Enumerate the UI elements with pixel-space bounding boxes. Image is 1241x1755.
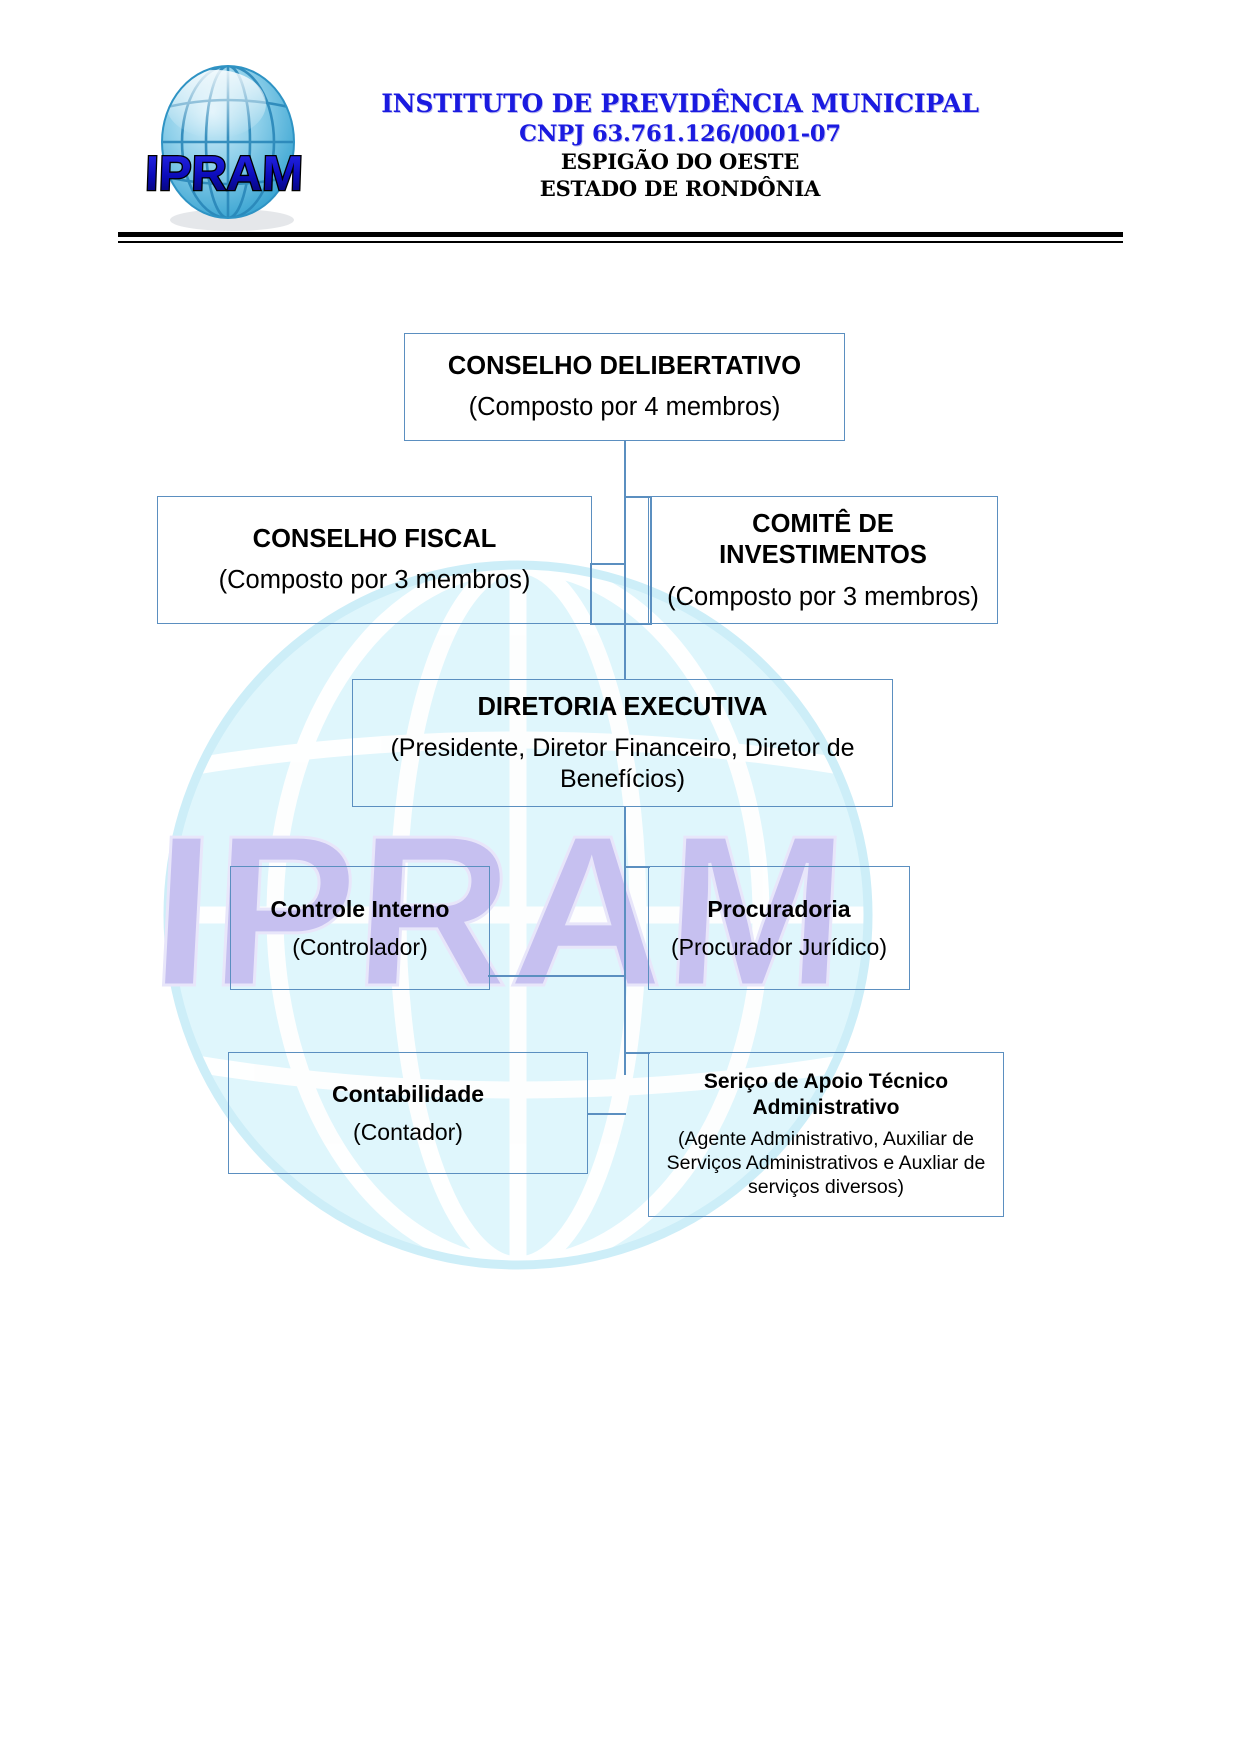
node-title: Seriço de Apoio Técnico Administrativo — [703, 1070, 949, 1119]
ipram-logo: IPRAM — [146, 62, 311, 234]
node-title: CONSELHO FISCAL — [252, 524, 497, 553]
node-diretoria-executiva[interactable]: DIRETORIA EXECUTIVA (Presidente, Diretor… — [352, 679, 893, 807]
node-subtitle: (Composto por 3 membros) — [218, 566, 531, 594]
letterhead-line-1: INSTITUTO DE PREVIDÊNCIA MUNICIPAL — [381, 89, 979, 118]
connector-deliberativo-down — [624, 441, 626, 654]
svg-text:IPRAM: IPRAM — [146, 147, 304, 201]
globe-logo-icon: IPRAM — [146, 65, 305, 231]
node-procuradoria[interactable]: Procuradoria (Procurador Jurídico) — [648, 866, 910, 990]
node-subtitle: (Procurador Jurídico) — [670, 934, 888, 960]
connector-to-comite — [624, 496, 650, 498]
node-subtitle: (Controlador) — [292, 934, 428, 960]
letterhead-line-3: ESPIGÃO DO OESTE — [560, 148, 800, 174]
node-subtitle: (Presidente, Diretor Financeiro, Diretor… — [390, 734, 855, 793]
node-conselho-deliberativo[interactable]: CONSELHO DELIBERTATIVO (Composto por 4 m… — [404, 333, 845, 441]
connector-row2-bar — [590, 623, 652, 625]
connector-comite-riser — [650, 496, 652, 625]
node-subtitle: (Composto por 4 membros) — [468, 393, 781, 421]
node-contabilidade[interactable]: Contabilidade (Contador) — [228, 1052, 588, 1174]
node-subtitle: (Contador) — [353, 1119, 463, 1145]
node-conselho-fiscal[interactable]: CONSELHO FISCAL (Composto por 3 membros) — [157, 496, 592, 624]
header-rule-thin — [118, 241, 1123, 243]
connector-to-controle-interno — [488, 975, 626, 977]
connector-into-diretoria — [624, 654, 626, 680]
connector-to-procuradoria — [624, 866, 650, 868]
connector-to-conselho-fiscal — [590, 563, 626, 565]
node-title: COMITÊ DE INVESTIMENTOS — [719, 510, 927, 570]
connector-to-servico-apoio — [624, 1052, 650, 1054]
letterhead-line-4: ESTADO DE RONDÔNIA — [539, 175, 821, 201]
node-title: DIRETORIA EXECUTIVA — [477, 692, 768, 721]
node-subtitle: (Composto por 3 membros) — [667, 582, 979, 611]
node-servico-apoio[interactable]: Seriço de Apoio Técnico Administrativo (… — [648, 1052, 1004, 1217]
connector-diretoria-down — [624, 807, 626, 1075]
node-title: Procuradoria — [707, 895, 851, 922]
node-title: Controle Interno — [270, 895, 450, 922]
node-controle-interno[interactable]: Controle Interno (Controlador) — [230, 866, 490, 990]
letterhead: IPRAM INSTITUTO DE PREVIDÊNCIA MUNICIPAL… — [0, 0, 1241, 250]
node-subtitle: (Agente Administrativo, Auxiliar de Serv… — [666, 1128, 986, 1198]
letterhead-titles: INSTITUTO DE PREVIDÊNCIA MUNICIPAL CNPJ … — [330, 88, 1030, 203]
node-title: Contabilidade — [331, 1080, 485, 1107]
connector-to-contabilidade — [587, 1113, 626, 1115]
node-comite-investimentos[interactable]: COMITÊ DE INVESTIMENTOS (Composto por 3 … — [648, 496, 998, 624]
letterhead-line-2: CNPJ 63.761.126/0001-07 — [519, 121, 841, 147]
header-rule-thick — [118, 232, 1123, 237]
connector-conselho-fiscal-riser — [590, 563, 592, 625]
node-title: CONSELHO DELIBERTATIVO — [447, 351, 802, 380]
